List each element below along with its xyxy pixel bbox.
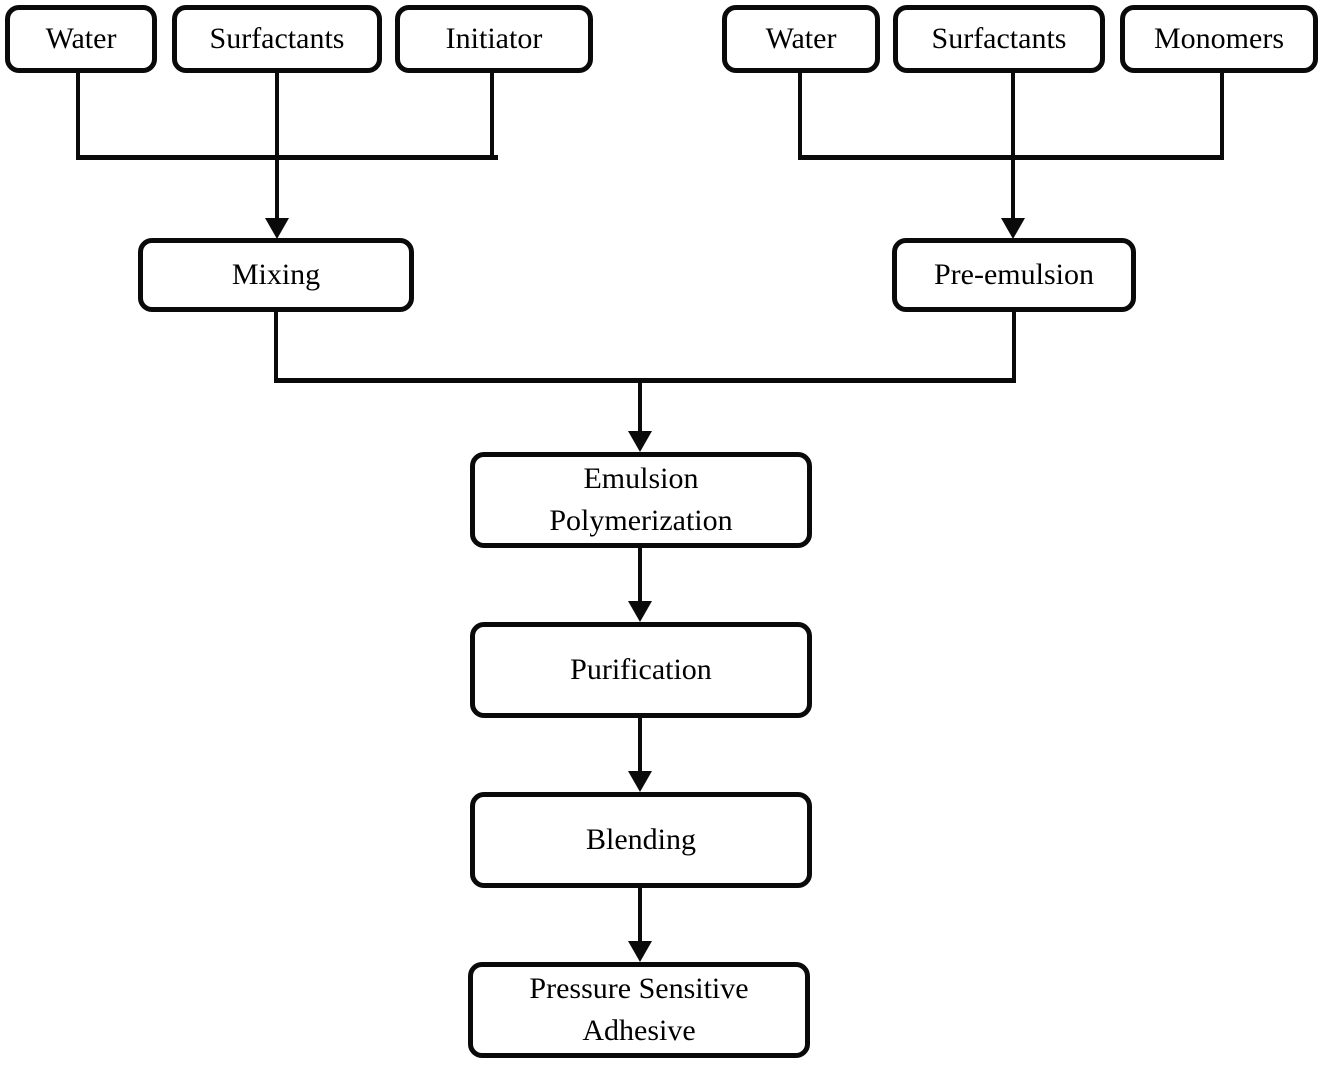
node-water-right: Water — [722, 5, 880, 73]
connector-water-left-drop — [76, 71, 80, 159]
arrowhead-into-mixing — [265, 218, 289, 239]
connector-water-right-drop — [798, 71, 802, 159]
connector-purification-to-blending — [638, 716, 642, 772]
arrowhead-into-emulsion-polymerization — [628, 431, 652, 452]
node-blending-label: Blending — [586, 823, 696, 856]
connector-blending-to-pressure-sensitive-adhesive — [638, 886, 642, 942]
node-initiator: Initiator — [395, 5, 593, 73]
node-purification-label: Purification — [570, 653, 712, 686]
connector-center-merge-bar — [274, 378, 1016, 383]
node-purification: Purification — [470, 622, 812, 718]
connector-initiator-drop — [490, 71, 494, 159]
node-surfactants-right-label: Surfactants — [931, 22, 1067, 55]
node-monomers: Monomers — [1120, 5, 1318, 73]
arrowhead-into-pressure-sensitive-adhesive — [628, 941, 652, 962]
arrowhead-into-pre-emulsion — [1001, 218, 1025, 239]
connector-pre-emulsion-drop — [1012, 310, 1016, 382]
connector-emulsion-polymerization-to-purification — [638, 546, 642, 602]
node-pressure-sensitive-adhesive: Pressure Sensitive Adhesive — [468, 962, 810, 1058]
node-blending: Blending — [470, 792, 812, 888]
connector-merge-to-emulsion-polymerization — [638, 378, 642, 433]
arrowhead-into-blending — [628, 771, 652, 792]
node-surfactants-left-label: Surfactants — [209, 22, 345, 55]
node-emulsion-polymerization-label-line2: Polymerization — [549, 504, 733, 537]
node-emulsion-polymerization: Emulsion Polymerization — [470, 452, 812, 548]
node-surfactants-right: Surfactants — [893, 5, 1105, 73]
connector-surfactants-right-to-pre-emulsion — [1011, 71, 1015, 219]
node-water-left-label: Water — [45, 22, 117, 55]
node-water-left: Water — [5, 5, 157, 73]
node-mixing: Mixing — [138, 238, 414, 312]
node-pre-emulsion: Pre-emulsion — [892, 238, 1136, 312]
connector-surfactants-left-to-mixing — [275, 71, 279, 219]
node-pre-emulsion-label: Pre-emulsion — [934, 258, 1094, 291]
node-initiator-label: Initiator — [445, 22, 543, 55]
node-monomers-label: Monomers — [1154, 22, 1284, 55]
node-pressure-sensitive-adhesive-label-line1: Pressure Sensitive — [529, 972, 749, 1005]
connector-monomers-drop — [1220, 71, 1224, 159]
node-surfactants-left: Surfactants — [172, 5, 382, 73]
node-pressure-sensitive-adhesive-label-line2: Adhesive — [582, 1014, 696, 1047]
arrowhead-into-purification — [628, 601, 652, 622]
connector-mixing-drop — [274, 310, 278, 382]
node-emulsion-polymerization-label-line1: Emulsion — [583, 462, 699, 495]
node-water-right-label: Water — [765, 22, 837, 55]
connector-left-merge-bar — [76, 155, 498, 160]
node-mixing-label: Mixing — [231, 258, 321, 291]
